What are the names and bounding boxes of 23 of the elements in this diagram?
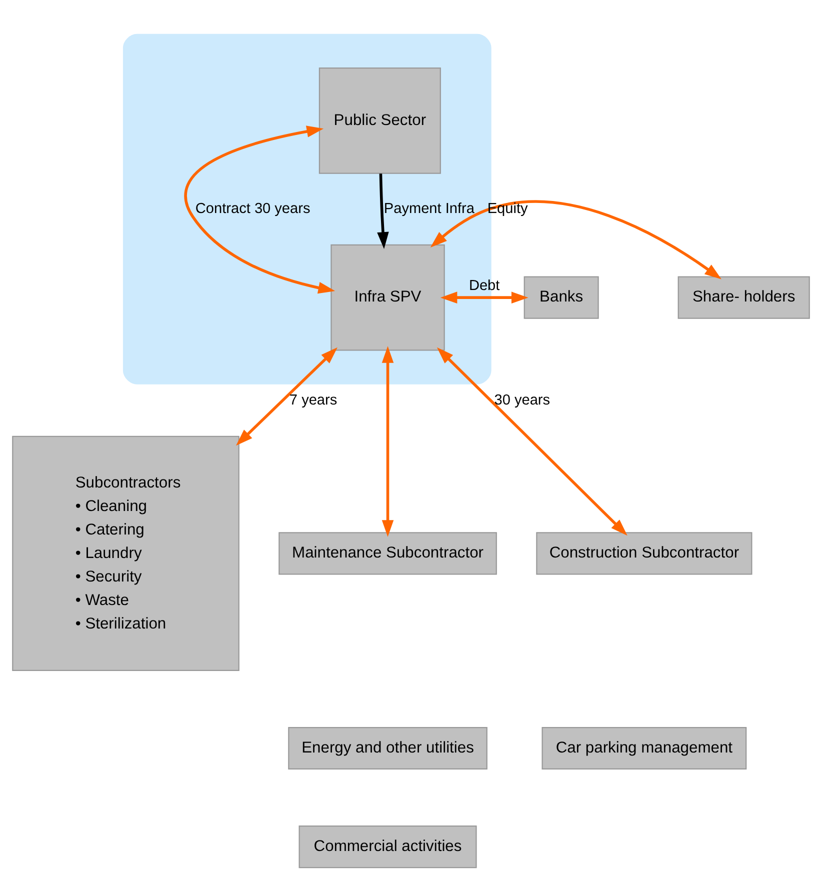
arrow	[430, 200, 722, 279]
arrow	[382, 346, 394, 536]
arrow	[436, 346, 628, 536]
arrow	[440, 291, 528, 303]
node-box: Maintenance Subcontractor	[278, 532, 497, 574]
edge-label: Equity	[487, 200, 528, 216]
node-box: Public Sector	[318, 66, 441, 174]
node-box: Infra SPV	[330, 244, 445, 350]
node-box: Banks	[524, 276, 599, 318]
node-box: Subcontractors • Cleaning • Catering • Laundry • Security • Waste • Sterilization	[12, 435, 240, 670]
node-box: Construction Subcontractor	[536, 532, 752, 574]
arrow	[236, 346, 338, 446]
edge-label: Debt	[468, 278, 500, 294]
arrow	[377, 173, 389, 248]
edge-label: Contract 30 years	[195, 200, 310, 216]
edge-label: 30 years	[494, 392, 550, 408]
node-box: Commercial activities	[298, 825, 477, 868]
arrow	[184, 125, 336, 294]
edge-label: 7 years	[289, 392, 338, 408]
node-box: Share- holders	[678, 276, 810, 318]
node-box: Car parking management	[542, 726, 747, 770]
node-box: Energy and other utilities	[288, 726, 488, 770]
edge-label: Payment Infra	[384, 200, 474, 216]
